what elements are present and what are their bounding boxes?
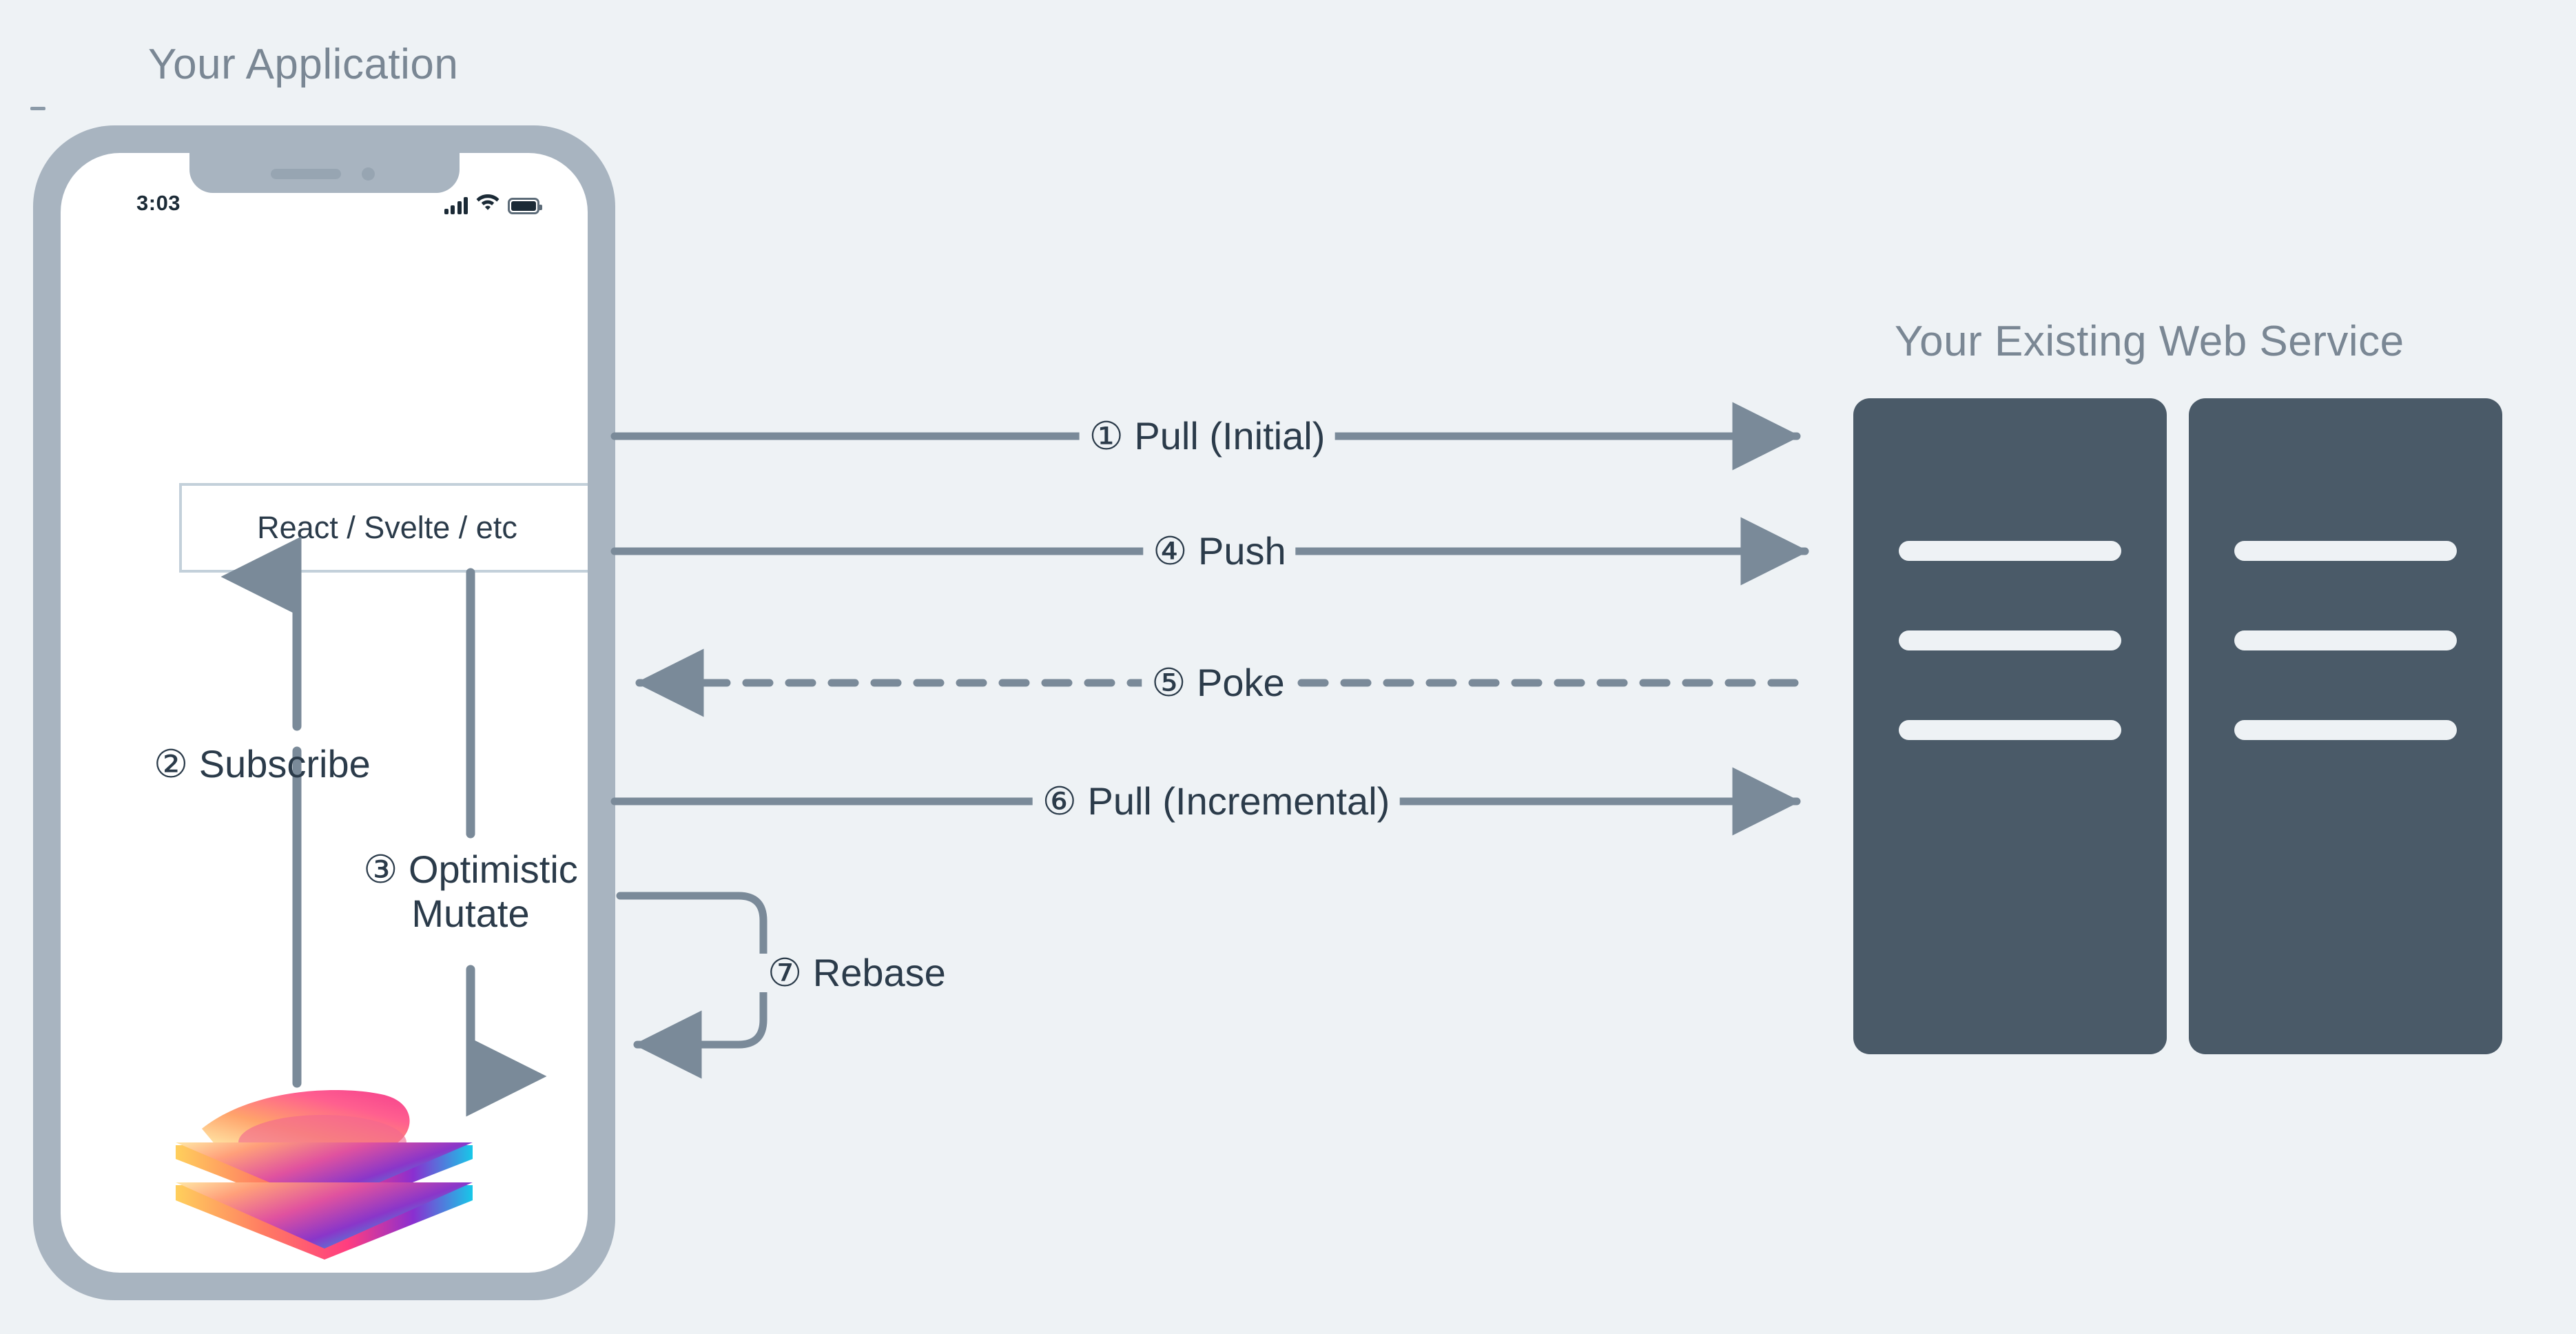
phone-screen: 3:03 React / Svelte / etc <box>61 153 588 1273</box>
web-service-servers <box>1853 398 2503 1054</box>
flow-label-poke: ⑤ Poke <box>1142 664 1295 702</box>
replicache-layers-icon <box>176 1089 473 1260</box>
measure-tick-icon <box>30 107 45 110</box>
battery-icon <box>508 198 542 214</box>
phone-notch <box>189 153 460 193</box>
speaker-grill-icon <box>270 169 341 179</box>
flow-arrow-rebase <box>616 892 767 1079</box>
phone-device: 3:03 React / Svelte / etc <box>33 125 615 1300</box>
rack-slot <box>2234 720 2457 740</box>
server-rack-2 <box>2189 398 2502 1054</box>
rack-slot <box>1899 720 2121 740</box>
server-rack-1 <box>1853 398 2167 1054</box>
front-camera-icon <box>361 167 375 181</box>
client-section-title: Your Application <box>148 41 459 88</box>
status-bar-icons <box>444 191 542 214</box>
flow-label-subscribe: ② Subscribe <box>154 742 371 786</box>
rack-slot <box>1899 541 2121 561</box>
flow-label-push: ④ Push <box>1143 532 1296 571</box>
flow-label-pull-incremental: ⑥ Pull (Incremental) <box>1032 782 1400 821</box>
flow-label-optimistic-line2: Mutate <box>411 892 530 936</box>
flow-label-pull-initial: ① Pull (Initial) <box>1079 417 1335 455</box>
replicache-logo-wrap <box>61 1082 588 1273</box>
rack-slot <box>2234 630 2457 650</box>
rack-slot <box>2234 541 2457 561</box>
cellular-signal-icon <box>444 196 468 214</box>
wifi-icon <box>475 192 500 214</box>
phone-internal-arrows <box>220 536 547 1117</box>
status-bar-time: 3:03 <box>136 191 181 215</box>
rack-slot <box>1899 630 2121 650</box>
flow-label-rebase: ⑦ Rebase <box>758 954 956 992</box>
service-section-title: Your Existing Web Service <box>1895 318 2404 365</box>
flow-label-optimistic-line1: ③ Optimistic <box>363 848 578 891</box>
